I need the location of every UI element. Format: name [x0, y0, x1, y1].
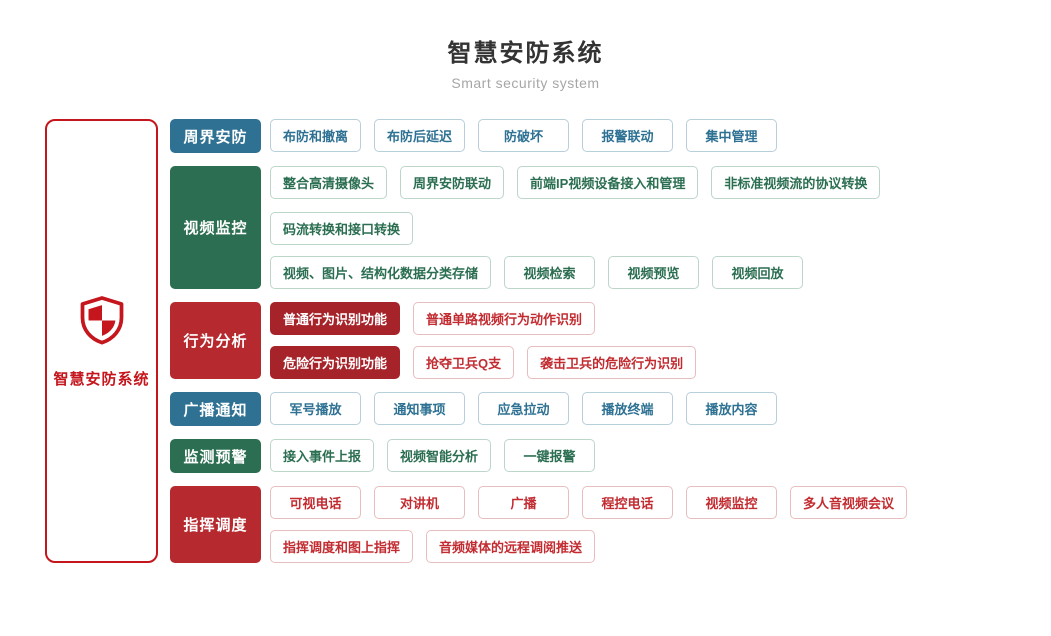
category-label: 广播通知 — [170, 392, 261, 427]
chip-line: 视频、图片、结构化数据分类存储视频检索视频预览视频回放 — [270, 256, 1011, 290]
chip-line: 布防和撤离布防后延迟防破坏报警联动集中管理 — [270, 119, 1011, 153]
feature-chip: 视频检索 — [504, 256, 596, 290]
feature-chip: 播放内容 — [686, 392, 777, 426]
chip-line: 可视电话对讲机广播程控电话视频监控多人音视频会议 — [270, 486, 1011, 520]
feature-chip: 广播 — [478, 486, 569, 520]
diagram: 智慧安防系统 周界安防布防和撤离布防后延迟防破坏报警联动集中管理视频监控整合高清… — [45, 119, 1011, 564]
category-label: 监测预警 — [170, 439, 261, 474]
feature-chip: 前端IP视频设备接入和管理 — [517, 166, 699, 200]
feature-chip: 普通单路视频行为动作识别 — [413, 302, 596, 336]
category-label: 行为分析 — [170, 302, 261, 380]
feature-chip: 视频监控 — [686, 486, 777, 520]
feature-chip: 视频回放 — [712, 256, 804, 290]
category-row: 指挥调度可视电话对讲机广播程控电话视频监控多人音视频会议指挥调度和图上指挥音频媒… — [170, 486, 1011, 564]
feature-chip: 整合高清摄像头 — [270, 166, 388, 200]
feature-chip: 通知事项 — [374, 392, 465, 426]
feature-chip: 周界安防联动 — [400, 166, 505, 200]
feature-chip: 视频预览 — [608, 256, 700, 290]
chip-line: 危险行为识别功能抢夺卫兵Q支袭击卫兵的危险行为识别 — [270, 346, 1011, 380]
category-row: 周界安防布防和撤离布防后延迟防破坏报警联动集中管理 — [170, 119, 1011, 154]
root-node: 智慧安防系统 — [45, 119, 158, 564]
feature-chip: 音频媒体的远程调阅推送 — [426, 530, 596, 564]
feature-chip: 应急拉动 — [478, 392, 569, 426]
feature-chip: 抢夺卫兵Q支 — [413, 346, 515, 380]
feature-chip: 接入事件上报 — [270, 439, 375, 473]
category-row: 监测预警接入事件上报视频智能分析一键报警 — [170, 439, 1011, 474]
category-rows: 周界安防布防和撤离布防后延迟防破坏报警联动集中管理视频监控整合高清摄像头周界安防… — [170, 119, 1011, 564]
chip-lines: 可视电话对讲机广播程控电话视频监控多人音视频会议指挥调度和图上指挥音频媒体的远程… — [270, 486, 1011, 564]
feature-chip: 视频智能分析 — [387, 439, 492, 473]
feature-chip: 集中管理 — [686, 119, 778, 153]
feature-chip: 非标准视频流的协议转换 — [711, 166, 881, 200]
shield-checkered-icon — [78, 294, 126, 352]
chip-lines: 军号播放通知事项应急拉动播放终端播放内容 — [270, 392, 1011, 426]
feature-chip: 军号播放 — [270, 392, 361, 426]
feature-chip: 布防和撤离 — [270, 119, 362, 153]
feature-chip: 视频、图片、结构化数据分类存储 — [270, 256, 492, 290]
feature-chip: 对讲机 — [374, 486, 465, 520]
chip-lines: 整合高清摄像头周界安防联动前端IP视频设备接入和管理非标准视频流的协议转换码流转… — [270, 166, 1011, 290]
feature-chip: 布防后延迟 — [374, 119, 466, 153]
feature-chip: 报警联动 — [582, 119, 674, 153]
feature-chip: 码流转换和接口转换 — [270, 212, 414, 246]
feature-chip: 普通行为识别功能 — [270, 302, 401, 336]
category-label: 周界安防 — [170, 119, 261, 154]
category-label: 视频监控 — [170, 166, 261, 290]
feature-chip: 防破坏 — [478, 119, 570, 153]
chip-lines: 普通行为识别功能普通单路视频行为动作识别危险行为识别功能抢夺卫兵Q支袭击卫兵的危… — [270, 302, 1011, 380]
chip-line: 整合高清摄像头周界安防联动前端IP视频设备接入和管理非标准视频流的协议转换码流转… — [270, 166, 1011, 246]
page-header: 智慧安防系统 Smart security system — [0, 0, 1051, 91]
chip-line: 军号播放通知事项应急拉动播放终端播放内容 — [270, 392, 1011, 426]
feature-chip: 指挥调度和图上指挥 — [270, 530, 414, 564]
feature-chip: 一键报警 — [504, 439, 596, 473]
category-row: 广播通知军号播放通知事项应急拉动播放终端播放内容 — [170, 392, 1011, 427]
category-row: 视频监控整合高清摄像头周界安防联动前端IP视频设备接入和管理非标准视频流的协议转… — [170, 166, 1011, 290]
chip-line: 指挥调度和图上指挥音频媒体的远程调阅推送 — [270, 530, 1011, 564]
page-title: 智慧安防系统 — [447, 40, 604, 67]
chip-line: 接入事件上报视频智能分析一键报警 — [270, 439, 1011, 473]
feature-chip: 多人音视频会议 — [790, 486, 908, 520]
feature-chip: 袭击卫兵的危险行为识别 — [527, 346, 697, 380]
page-subtitle: Smart security system — [451, 75, 600, 92]
chip-line: 普通行为识别功能普通单路视频行为动作识别 — [270, 302, 1011, 336]
chip-lines: 布防和撤离布防后延迟防破坏报警联动集中管理 — [270, 119, 1011, 153]
feature-chip: 播放终端 — [582, 392, 673, 426]
root-label: 智慧安防系统 — [53, 370, 150, 388]
feature-chip: 可视电话 — [270, 486, 361, 520]
category-row: 行为分析普通行为识别功能普通单路视频行为动作识别危险行为识别功能抢夺卫兵Q支袭击… — [170, 302, 1011, 380]
chip-lines: 接入事件上报视频智能分析一键报警 — [270, 439, 1011, 473]
category-label: 指挥调度 — [170, 486, 261, 564]
feature-chip: 程控电话 — [582, 486, 673, 520]
feature-chip: 危险行为识别功能 — [270, 346, 401, 380]
